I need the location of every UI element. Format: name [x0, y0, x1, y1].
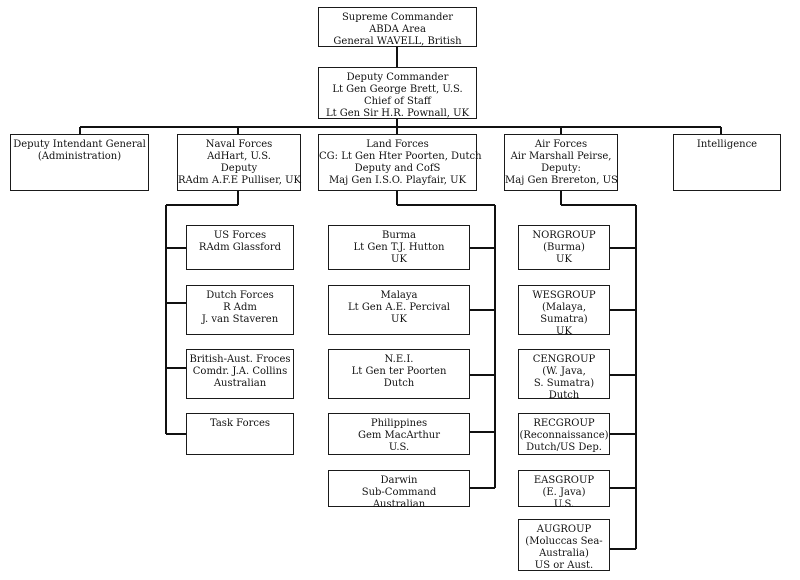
box-text-line: U.S. — [553, 499, 575, 510]
box-text-line: (Reconnaissance) — [519, 430, 609, 441]
box-text-line: Deputy: — [541, 163, 581, 174]
box-text-line: AdHart, U.S. — [207, 151, 271, 162]
box-text-line: RECGROUP — [533, 418, 595, 429]
box-text-line: Air Marshall Peirse, — [510, 151, 612, 162]
box-deputy-intendant-general: Deputy Intendant General(Administration) — [10, 134, 149, 191]
box-text-line: Dutch/US Dep. — [526, 442, 602, 453]
box-text-line: Australia) — [539, 548, 589, 559]
box-air-unit: NORGROUP(Burma)UK — [518, 225, 610, 270]
box-text-line: Land Forces — [366, 139, 429, 150]
box-text-line: U.S. — [388, 442, 410, 453]
box-text-line: Deputy — [220, 163, 258, 174]
box-text-line: AUGROUP — [536, 524, 592, 535]
box-text-line: Lt Gen A.E. Percival — [347, 302, 450, 313]
box-text-line: Lt Gen ter Poorten — [351, 366, 447, 377]
box-text-line: Lt Gen T.J. Hutton — [353, 242, 445, 253]
box-text-line: US Forces — [213, 230, 267, 241]
box-text-line: RAdm Glassford — [198, 242, 282, 253]
box-text-line: Supreme Commander — [341, 12, 454, 23]
box-text-line: Gem MacArthur — [357, 430, 441, 441]
box-text-line: Dutch Forces — [206, 290, 274, 301]
box-text-line: CG: Lt Gen Hter Poorten, Dutch — [319, 151, 482, 162]
box-text-line: (Administration) — [37, 151, 122, 162]
box-air-unit: EASGROUP(E. Java)U.S. — [518, 470, 610, 510]
box-air-unit: AUGROUP(Moluccas Sea-Australia)US or Aus… — [518, 519, 610, 571]
box-text-line: (W. Java, — [542, 366, 586, 377]
box-text-line: ABDA Area — [369, 24, 426, 35]
box-text-line: Lt Gen George Brett, U.S. — [332, 84, 463, 95]
box-text-line: UK — [391, 254, 407, 265]
box-text-line: (Burma) — [543, 242, 585, 253]
box-text-line: (E. Java) — [542, 487, 586, 498]
box-text-line: Burma — [381, 230, 416, 241]
box-text-line: Australian — [213, 378, 267, 389]
box-text-line: Sub-Command — [361, 487, 437, 498]
box-text-line: UK — [556, 326, 572, 337]
box-text-line: Malaya — [380, 290, 418, 301]
box-air-unit: CENGROUP(W. Java,S. Sumatra)Dutch — [518, 349, 610, 401]
box-naval-unit: Task Forces — [186, 413, 294, 455]
box-text-line: S. Sumatra) — [533, 378, 595, 389]
box-text-line: Chief of Staff — [364, 96, 431, 107]
box-text-line: Maj Gen I.S.O. Playfair, UK — [328, 175, 467, 186]
box-text-line: Maj Gen Brereton, US — [505, 175, 618, 186]
box-text-line: Dutch — [548, 390, 580, 401]
box-text-line: UK — [391, 314, 407, 325]
box-air-unit: WESGROUP(Malaya,Sumatra)UK — [518, 285, 610, 337]
box-text-line: General WAVELL, British — [333, 36, 462, 47]
box-text-line: Air Forces — [534, 139, 588, 150]
box-text-line: R Adm — [223, 302, 257, 313]
box-text-line: Lt Gen Sir H.R. Pownall, UK — [325, 108, 470, 119]
box-text-line: Dutch — [383, 378, 415, 389]
box-text-line: Naval Forces — [205, 139, 273, 150]
box-text-line: British-Aust. Froces — [189, 354, 291, 365]
box-text-line: Intelligence — [696, 139, 758, 150]
box-intelligence: Intelligence — [673, 134, 781, 191]
box-text-line: Deputy Intendant General — [13, 139, 146, 150]
box-text-line: US or Aust. — [534, 560, 594, 571]
box-text-line: RAdm A.F.E Pulliser, UK — [178, 175, 302, 186]
box-text-line: (Moluccas Sea- — [525, 536, 603, 547]
box-text-line: Deputy and CofS — [354, 163, 441, 174]
box-text-line: Task Forces — [209, 418, 271, 429]
box-text-line: CENGROUP — [532, 354, 596, 365]
box-text-line: J. van Staveren — [201, 314, 279, 325]
box-text-line: Darwin — [380, 475, 418, 486]
box-text-line: Australian — [372, 499, 426, 510]
box-text-line: UK — [556, 254, 572, 265]
box-text-line: (Malaya, — [541, 302, 587, 313]
box-text-line: Comdr. J.A. Collins — [192, 366, 288, 377]
box-text-line: Philippines — [370, 418, 428, 429]
box-text-line: NORGROUP — [532, 230, 596, 241]
box-text-line: Deputy Commander — [346, 72, 449, 83]
box-text-line: Sumatra) — [540, 314, 588, 325]
box-text-line: EASGROUP — [533, 475, 595, 486]
box-air-unit: RECGROUP(Reconnaissance)Dutch/US Dep. — [518, 413, 610, 455]
box-text-line: WESGROUP — [532, 290, 596, 301]
box-text-line: N.E.I. — [384, 354, 414, 365]
